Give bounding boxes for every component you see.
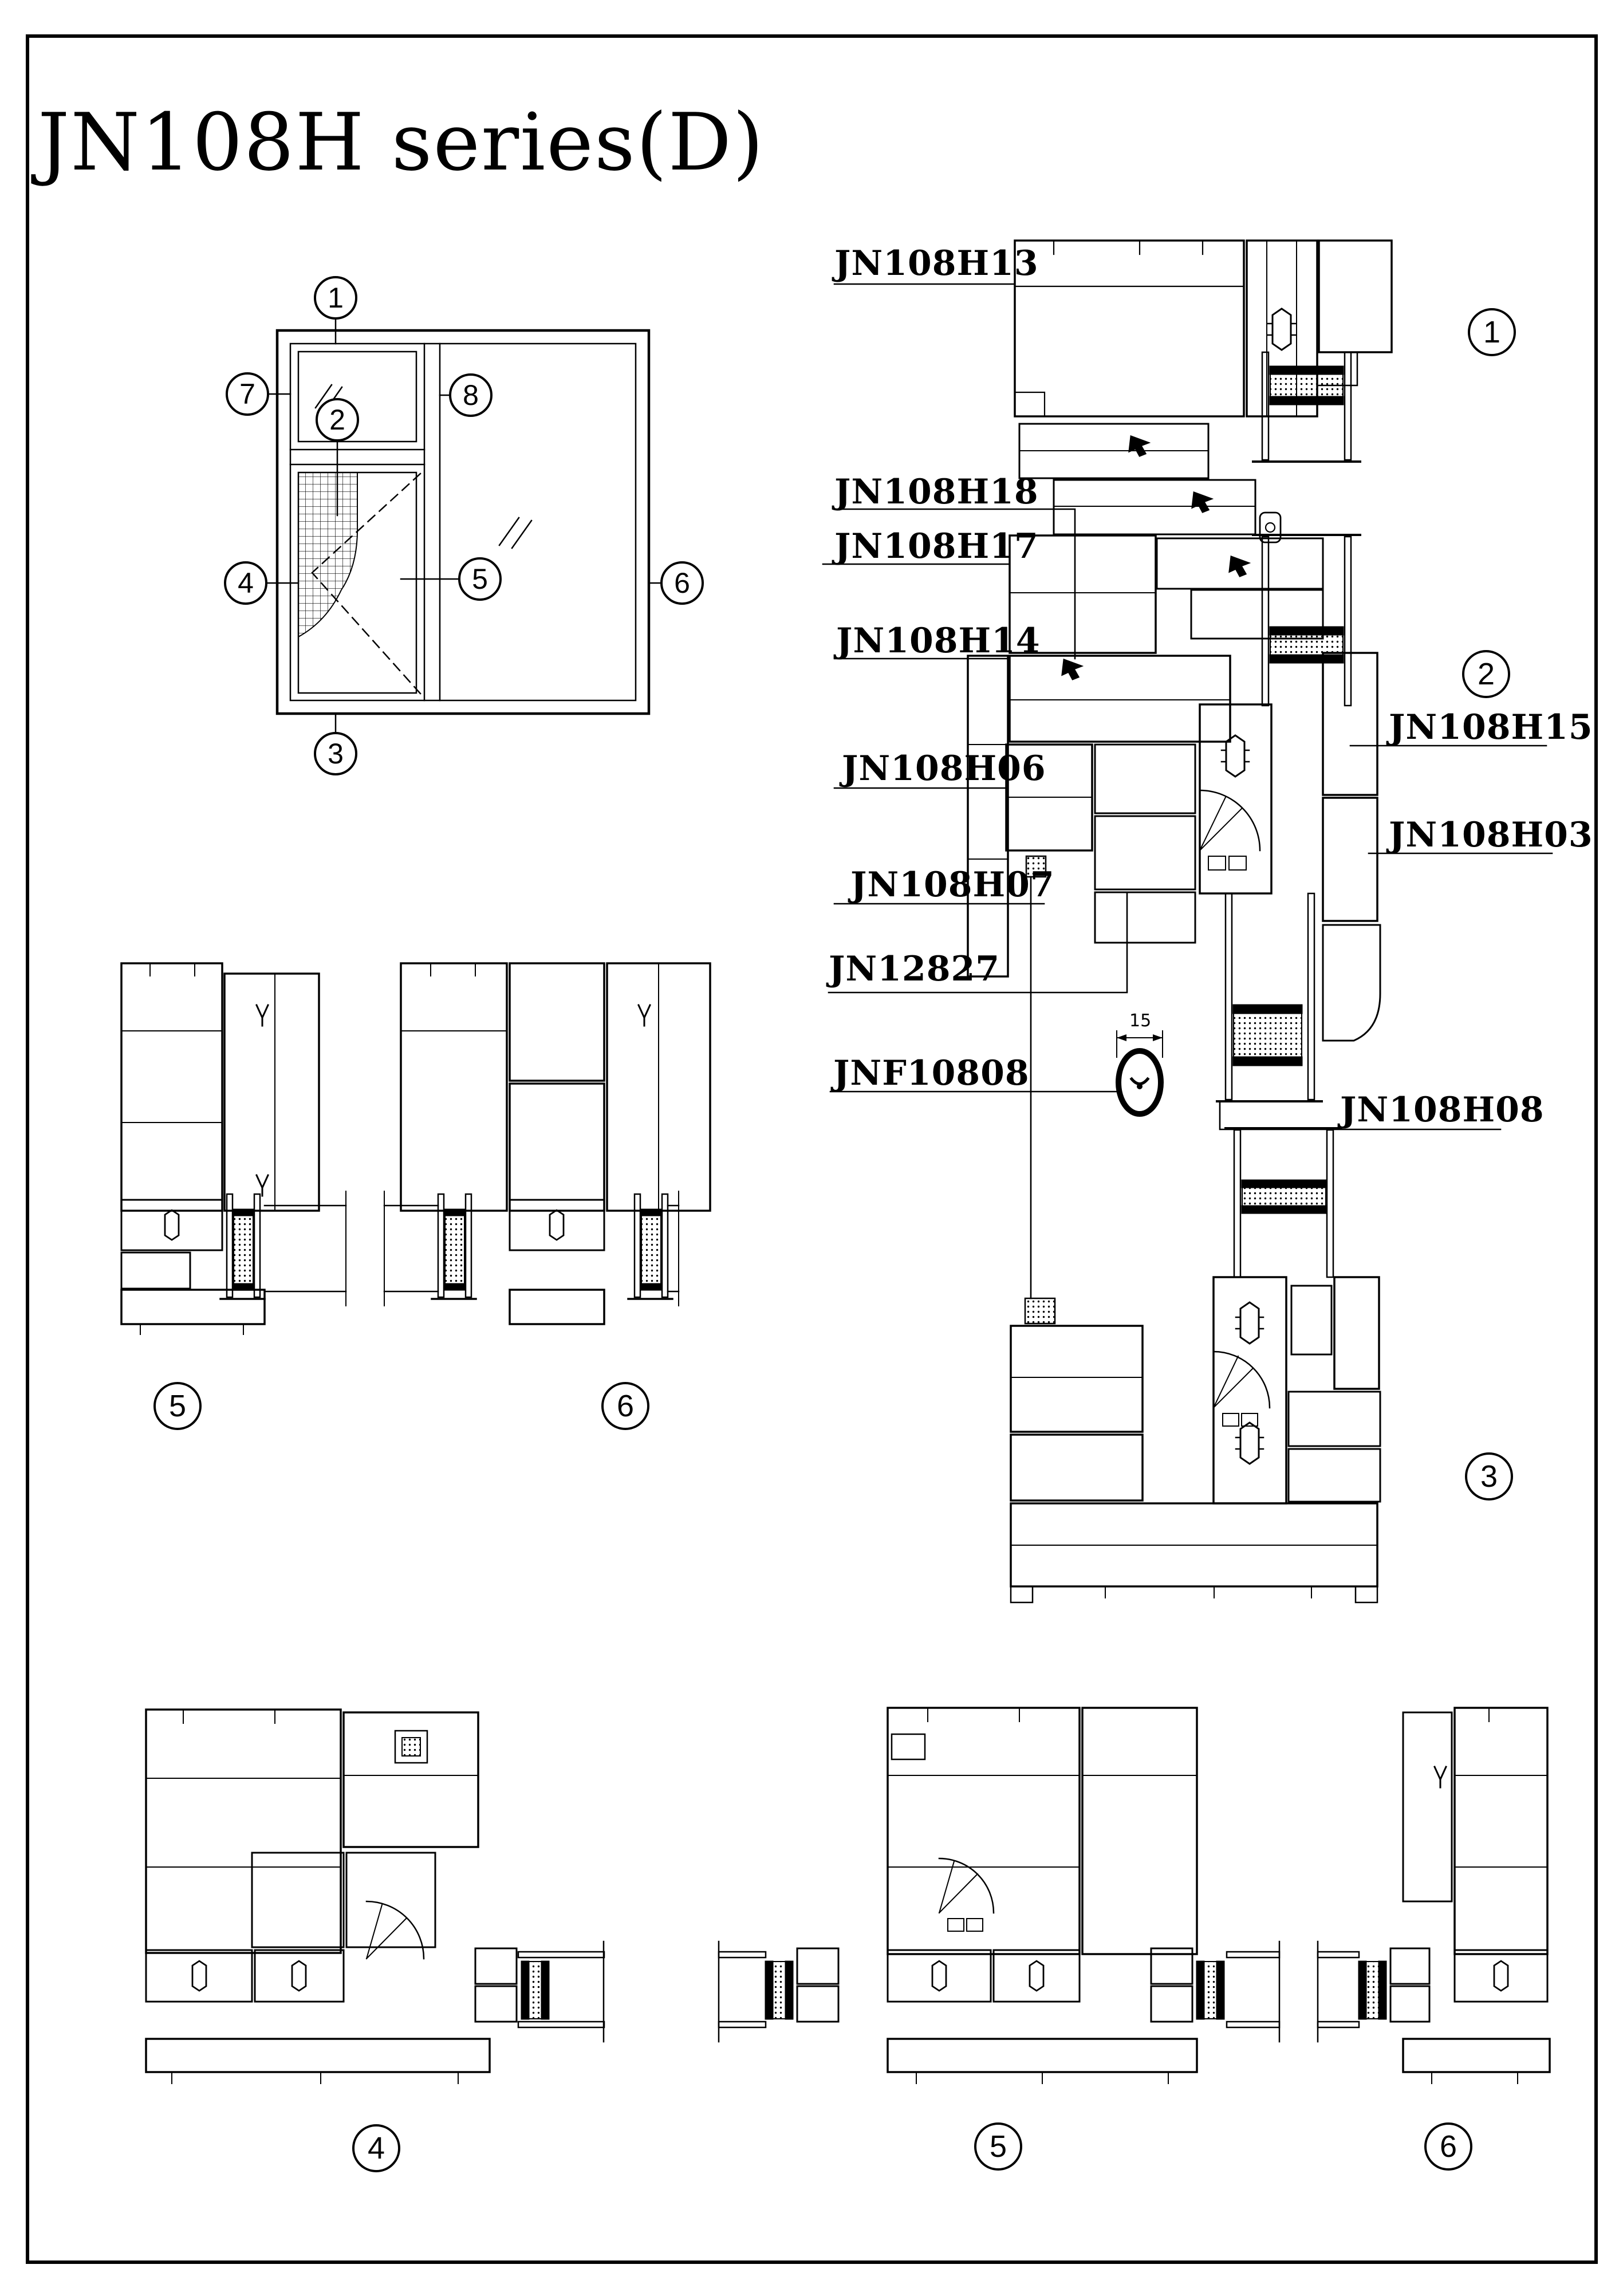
bottom-section-6-drawing <box>1317 1707 1551 2084</box>
part-label-jn108h15: JN108H15 <box>1389 707 1593 747</box>
section-callout-1: 1 <box>1468 308 1516 356</box>
detail-2-drawing <box>967 534 1381 1102</box>
part-label-jn108h13: JN108H13 <box>834 243 1039 283</box>
detail-3-drawing <box>1010 1127 1381 1604</box>
glass-mark-right-panel <box>498 517 533 549</box>
detail-1-drawing <box>1014 239 1393 544</box>
elevation-callout-4: 4 <box>224 561 267 605</box>
section-callout-bottom-4: 4 <box>352 2124 400 2172</box>
part-label-jnf10808: JNF10808 <box>833 1053 1030 1093</box>
part-label-jn108h18: JN108H18 <box>834 472 1039 512</box>
section-callout-mid-5: 5 <box>153 1382 202 1430</box>
part-label-jn108h07: JN108H07 <box>850 865 1055 905</box>
dimension-15: 15 <box>1129 1011 1152 1031</box>
part-label-jn108h17: JN108H17 <box>834 526 1039 566</box>
sheet-border <box>26 34 1598 2264</box>
mid-section-5-drawing <box>120 962 347 1335</box>
section-callout-3: 3 <box>1465 1452 1513 1501</box>
sheet-title: JN108H series(D) <box>38 96 765 188</box>
elevation-callout-6: 6 <box>660 561 704 605</box>
section-callout-mid-6: 6 <box>601 1382 649 1430</box>
mid-section-6-drawing <box>383 962 711 1325</box>
part-label-jn12827: JN12827 <box>829 949 1000 989</box>
elevation-callout-1: 1 <box>314 276 357 320</box>
part-label-jn108h06: JN108H06 <box>842 749 1046 789</box>
leader-lines <box>822 283 1553 1299</box>
elevation-drawing <box>266 318 661 734</box>
bottom-section-4-drawing <box>145 1708 605 2084</box>
elevation-callout-7: 7 <box>226 372 269 416</box>
part-label-jn108h03: JN108H03 <box>1389 815 1593 855</box>
section-callout-2: 2 <box>1462 650 1510 698</box>
elevation-callout-8: 8 <box>449 373 493 417</box>
bottom-section-5-drawing <box>718 1707 1281 2084</box>
elevation-callout-2: 2 <box>316 398 359 442</box>
section-callout-bottom-5: 5 <box>974 2122 1022 2171</box>
elevation-callout-3: 3 <box>314 732 357 775</box>
section-callout-bottom-6: 6 <box>1424 2122 1472 2171</box>
part-label-jn108h08: JN108H08 <box>1340 1090 1545 1130</box>
elevation-callout-5: 5 <box>458 557 502 601</box>
jnf10808-part-drawing <box>1116 1030 1164 1117</box>
part-label-jn108h14: JN108H14 <box>836 621 1041 661</box>
